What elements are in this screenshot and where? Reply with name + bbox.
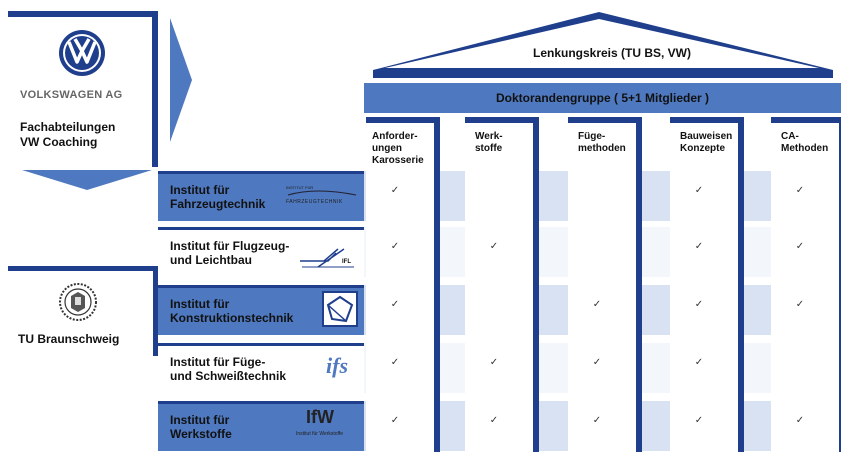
pillar-header-line: Füge- [578, 131, 606, 142]
checkmark: ✓ [694, 185, 704, 196]
pillar-header-line: methoden [578, 143, 626, 154]
logo-text: IFL [342, 259, 351, 265]
checkmark: ✓ [489, 415, 499, 426]
ifl-logo-icon: IFL [298, 245, 358, 275]
pillar-capital [670, 117, 744, 123]
roof-triangle [373, 12, 833, 83]
steering-label: Lenkungskreis (TU BS, VW) [532, 46, 692, 60]
pillar-header: Werk-stoffe [475, 131, 537, 155]
checkmark: ✓ [795, 299, 805, 310]
pillar-header-line: Bauweisen [680, 131, 733, 142]
checkmark: ✓ [694, 299, 704, 310]
pillar-header-line: Anforder- [372, 131, 418, 142]
institute-box: Institut für Flugzeug-und Leichtbau IFL [158, 227, 364, 277]
pillar-right-edge [636, 117, 642, 452]
pillar: Füge-methoden [568, 117, 642, 452]
arrow-down-icon [22, 170, 152, 195]
pillar-header-line: Karosserie [372, 155, 424, 166]
institute-box-top-border [158, 343, 364, 346]
pillar-header: CA-Methoden [781, 131, 841, 155]
doctoral-group-label: Doktorandengruppe ( 5+1 Mitglieder ) [495, 91, 710, 105]
vw-dept-line2: VW Coaching [20, 135, 98, 149]
pillar-header: Füge-methoden [578, 131, 640, 155]
checkmark: ✓ [489, 357, 499, 368]
logo-small-text: INSTITUT FÜR [286, 185, 314, 190]
checkmark: ✓ [390, 299, 400, 310]
institute-box-top-border [158, 285, 364, 288]
checkmark: ✓ [390, 241, 400, 252]
checkmark: ✓ [694, 415, 704, 426]
vw-logo-icon [58, 29, 106, 77]
checkmark: ✓ [592, 415, 602, 426]
vw-brand-name: VOLKSWAGEN AG [20, 89, 123, 101]
institute-box: Institut für Füge-und Schweißtechnik ifs [158, 343, 364, 393]
tubs-box-top-border [8, 266, 158, 271]
institute-box-top-border [158, 171, 364, 174]
vw-box-right-border [152, 11, 158, 167]
pillar-header-line: CA- [781, 131, 799, 142]
ifw-logo-icon: IfW Institut für Werkstoffe [282, 407, 360, 447]
tubs-name: TU Braunschweig [18, 332, 120, 346]
institute-name-line2: Fahrzeugtechnik [170, 197, 266, 211]
arrow-right-icon [170, 18, 192, 147]
institute-name-line2: und Leichtbau [170, 253, 252, 267]
logo-text: IfW [306, 407, 334, 427]
institute-name-line2: Werkstoffe [170, 427, 232, 441]
checkmark: ✓ [489, 241, 499, 252]
doctoral-group-bar: Doktorandengruppe ( 5+1 Mitglieder ) [364, 83, 841, 113]
checkmark: ✓ [694, 241, 704, 252]
pillar-capital [568, 117, 642, 123]
checkmark: ✓ [795, 415, 805, 426]
pillar-capital [771, 117, 841, 123]
vw-box-top-border [8, 11, 158, 17]
institute-box-top-border [158, 227, 364, 230]
logo-text: FAHRZEUGTECHNIK [286, 199, 343, 205]
pillar: CA-Methoden [771, 117, 841, 452]
ifs-logo-icon: ifs [326, 353, 348, 378]
institute-name-line1: Institut für [170, 183, 230, 197]
pillar-header-line: Werk- [475, 131, 503, 142]
institute-name-line1: Institut für [170, 413, 230, 427]
institute-name-line2: Konstruktionstechnik [170, 311, 294, 325]
checkmark: ✓ [592, 299, 602, 310]
checkmark: ✓ [795, 185, 805, 196]
checkmark: ✓ [694, 357, 704, 368]
pillar-right-edge [738, 117, 744, 452]
pillar-header-line: Methoden [781, 143, 829, 154]
vw-dept-line1: Fachabteilungen [20, 120, 116, 134]
pillar-header-line: Konzepte [680, 143, 725, 154]
konstruktion-logo-icon [322, 291, 358, 327]
fahrzeugtechnik-logo-icon: INSTITUT FÜR FAHRZEUGTECHNIK [286, 185, 358, 209]
institute-name-line2: und Schweißtechnik [170, 369, 287, 383]
pillar-right-edge [839, 117, 841, 452]
tubs-seal-icon [58, 282, 98, 322]
checkmark: ✓ [390, 415, 400, 426]
institute-name-line1: Institut für Füge- [170, 355, 266, 369]
logo-small-text: Institut für Werkstoffe [296, 431, 344, 437]
institute-box-top-border [158, 401, 364, 404]
checkmark: ✓ [795, 241, 805, 252]
pillar-capital [465, 117, 539, 123]
pillar-header-line: stoffe [475, 143, 503, 154]
vw-box: VOLKSWAGEN AG Fachabteilungen VW Coachin… [8, 11, 158, 167]
institute-name-line1: Institut für Flugzeug- [170, 239, 290, 253]
pillar-right-edge [434, 117, 440, 452]
checkmark: ✓ [390, 357, 400, 368]
tubs-box-right-border [153, 266, 158, 356]
pillar-capital [366, 117, 440, 123]
checkmark: ✓ [592, 357, 602, 368]
checkmark: ✓ [390, 185, 400, 196]
tubs-box: TU Braunschweig [8, 266, 158, 356]
pillar: Werk-stoffe [465, 117, 539, 452]
pillar-right-edge [533, 117, 539, 452]
pillar-header-line: ungen [372, 143, 402, 154]
institute-name-line1: Institut für [170, 297, 230, 311]
